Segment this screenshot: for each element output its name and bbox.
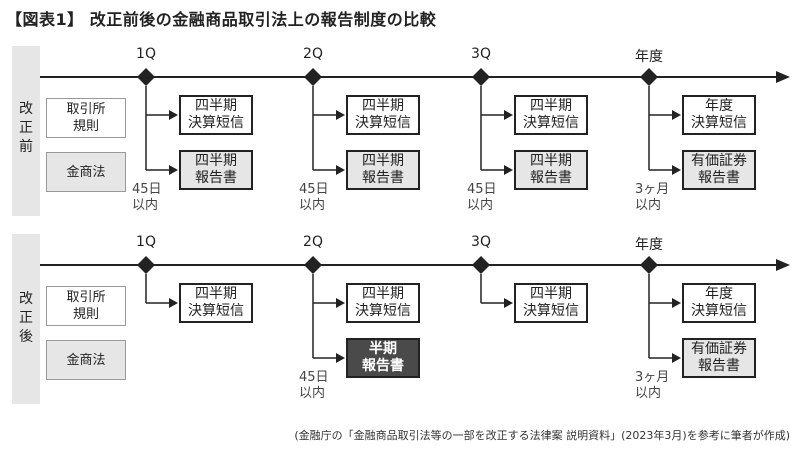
before-deadline-label: 45日 以内 <box>299 182 329 213</box>
after-earnings-summary-box: 四半期決算短信 <box>514 283 588 323</box>
after-fiea: 金商法 <box>46 340 126 380</box>
before-earnings-summary-box-line: 四半期 <box>530 98 572 114</box>
after-earnings-summary-box-line: 決算短信 <box>523 303 579 319</box>
before-period-label: 年度 <box>635 49 663 65</box>
before-period-marker <box>304 68 322 86</box>
after-statutory-report-box-line: 報告書 <box>362 358 404 374</box>
before-statutory-report-box-line: 四半期 <box>362 153 404 169</box>
after-period-label: 年度 <box>635 237 663 253</box>
source-note: (金融庁の「金融商品取引法等の一部を改正する法律案 説明資料」(2023年3月)… <box>294 429 790 442</box>
before-arrowhead <box>672 165 681 175</box>
after-earnings-summary-box-line: 四半期 <box>362 286 404 302</box>
after-arrowhead <box>336 298 345 308</box>
after-earnings-summary-box-line: 四半期 <box>530 286 572 302</box>
before-statutory-report-box-line: 報告書 <box>195 170 237 186</box>
before-arrowhead <box>169 165 178 175</box>
after-earnings-summary-box: 年度決算短信 <box>682 283 756 323</box>
before-arrowhead <box>504 165 513 175</box>
after-earnings-summary-box-line: 決算短信 <box>188 303 244 319</box>
before-period-marker <box>640 68 658 86</box>
before-statutory-report-box-line: 四半期 <box>530 153 572 169</box>
before-statutory-report-box-line: 報告書 <box>362 170 404 186</box>
after-label: 改 正 後 <box>19 291 33 345</box>
before-fiea: 金商法 <box>46 152 126 192</box>
before-panel <box>12 46 40 216</box>
after-period-label: 2Q <box>303 234 323 250</box>
after-arrowhead <box>672 353 681 363</box>
after-earnings-summary-box: 四半期決算短信 <box>346 283 420 323</box>
before-deadline-label: 45日 以内 <box>467 182 497 213</box>
before-arrowhead <box>169 110 178 120</box>
before-arrowhead <box>336 165 345 175</box>
after-earnings-summary-box-line: 決算短信 <box>691 303 747 319</box>
before-statutory-report-box-line: 報告書 <box>530 170 572 186</box>
before-period-label: 1Q <box>136 46 156 62</box>
before-earnings-summary-box-line: 決算短信 <box>355 115 411 131</box>
before-arrowhead <box>504 110 513 120</box>
before-statutory-report-box: 四半期報告書 <box>514 150 588 190</box>
before-earnings-summary-box-line: 四半期 <box>195 98 237 114</box>
after-statutory-report-box-line: 半期 <box>369 341 397 357</box>
before-earnings-summary-box-line: 決算短信 <box>523 115 579 131</box>
before-deadline-label: 45日 以内 <box>132 182 162 213</box>
after-statutory-report-box-line: 報告書 <box>698 358 740 374</box>
before-statutory-report-box-line: 報告書 <box>698 170 740 186</box>
before-statutory-report-box-line: 有価証券 <box>691 153 747 169</box>
after-exchange-rules: 取引所 規則 <box>46 286 126 326</box>
after-period-marker <box>640 256 658 274</box>
after-period-marker <box>137 256 155 274</box>
before-earnings-summary-box: 四半期決算短信 <box>179 95 253 135</box>
before-earnings-summary-box: 四半期決算短信 <box>346 95 420 135</box>
after-statutory-report-box: 半期報告書 <box>346 338 420 378</box>
after-earnings-summary-box: 四半期決算短信 <box>179 283 253 323</box>
before-arrowhead <box>672 110 681 120</box>
before-deadline-label: 3ヶ月 以内 <box>635 182 670 213</box>
after-deadline-label: 3ヶ月 以内 <box>635 370 670 401</box>
after-timeline-arrowhead <box>776 259 790 271</box>
after-statutory-report-box-line: 有価証券 <box>691 341 747 357</box>
before-earnings-summary-box: 年度決算短信 <box>682 95 756 135</box>
after-arrowhead <box>336 353 345 363</box>
after-arrowhead <box>672 298 681 308</box>
before-period-label: 3Q <box>471 46 491 62</box>
before-period-label: 2Q <box>303 46 323 62</box>
after-period-label: 1Q <box>136 234 156 250</box>
after-earnings-summary-box-line: 四半期 <box>195 286 237 302</box>
before-period-marker <box>472 68 490 86</box>
after-arrowhead <box>169 298 178 308</box>
before-earnings-summary-box-line: 年度 <box>705 98 733 114</box>
before-label: 改 正 前 <box>19 101 33 155</box>
after-statutory-report-box: 有価証券報告書 <box>682 338 756 378</box>
before-statutory-report-box: 有価証券報告書 <box>682 150 756 190</box>
before-arrowhead <box>336 110 345 120</box>
page-title: 【図表1】 改正前後の金融商品取引法上の報告制度の比較 <box>6 10 437 29</box>
before-timeline-arrowhead <box>776 71 790 83</box>
after-period-marker <box>304 256 322 274</box>
before-period-marker <box>137 68 155 86</box>
after-period-label: 3Q <box>471 234 491 250</box>
before-earnings-summary-box-line: 決算短信 <box>691 115 747 131</box>
after-period-marker <box>472 256 490 274</box>
after-earnings-summary-box-line: 年度 <box>705 286 733 302</box>
after-deadline-label: 45日 以内 <box>299 370 329 401</box>
before-statutory-report-box: 四半期報告書 <box>179 150 253 190</box>
before-statutory-report-box: 四半期報告書 <box>346 150 420 190</box>
before-earnings-summary-box: 四半期決算短信 <box>514 95 588 135</box>
after-panel <box>12 234 40 404</box>
before-earnings-summary-box-line: 決算短信 <box>188 115 244 131</box>
before-statutory-report-box-line: 四半期 <box>195 153 237 169</box>
before-earnings-summary-box-line: 四半期 <box>362 98 404 114</box>
after-arrowhead <box>504 298 513 308</box>
before-exchange-rules: 取引所 規則 <box>46 98 126 138</box>
after-earnings-summary-box-line: 決算短信 <box>355 303 411 319</box>
